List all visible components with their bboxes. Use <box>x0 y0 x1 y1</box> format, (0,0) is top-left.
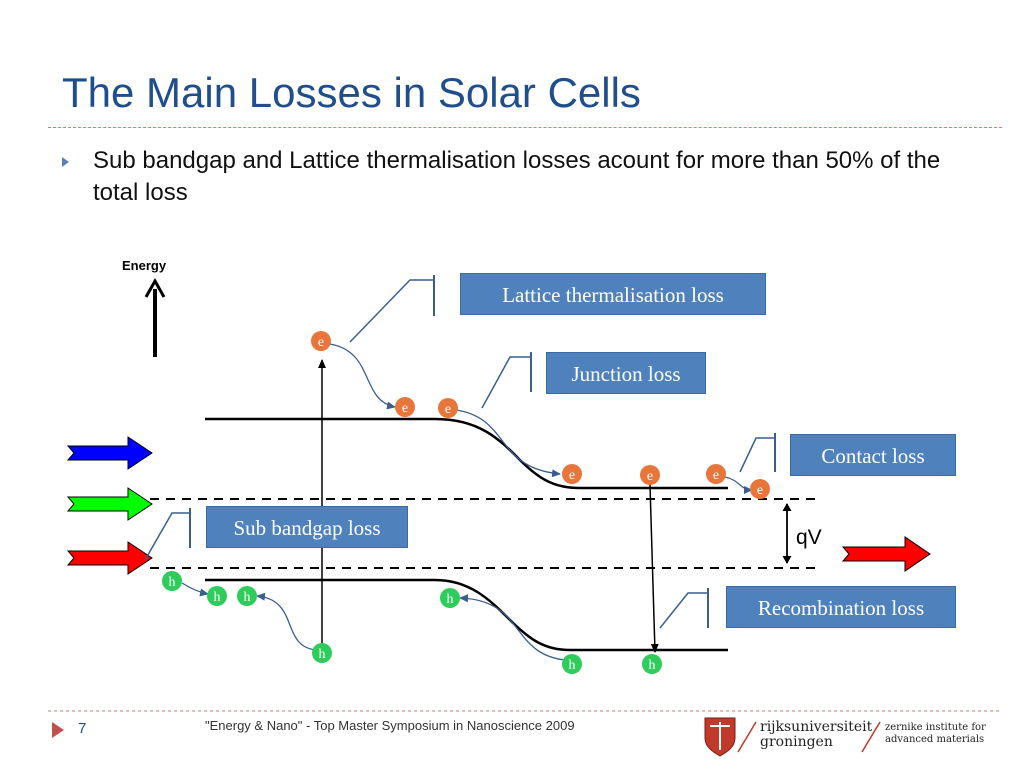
svg-text:e: e <box>757 483 763 498</box>
thermalisation-curve-electron <box>329 343 396 410</box>
callout-junction <box>481 356 531 409</box>
rug-logo-line2: groningen <box>760 734 833 750</box>
svg-text:e: e <box>445 402 451 417</box>
zernike-slash-icon <box>861 721 881 753</box>
svg-text:h: h <box>169 575 176 590</box>
slide-title: The Main Losses in Solar Cells <box>62 69 641 116</box>
emitted-arrow-red <box>841 536 931 572</box>
zernike-logo: zernike institute for advanced materials <box>885 722 986 746</box>
photon-arrow-red <box>66 541 153 575</box>
svg-text:h: h <box>214 590 221 605</box>
svg-text:h: h <box>569 658 576 673</box>
hole-marker: h <box>642 654 662 674</box>
photon-arrow-green <box>66 487 153 521</box>
electron-marker: e <box>438 398 458 418</box>
photon-arrow-blue <box>66 436 153 470</box>
svg-text:h: h <box>649 658 656 673</box>
footer-arrow-icon <box>52 722 64 738</box>
rug-crest-icon <box>704 717 736 757</box>
svg-text:h: h <box>319 647 326 662</box>
electron-marker: e <box>562 464 582 484</box>
svg-text:e: e <box>318 335 324 350</box>
callout-lattice <box>349 279 434 343</box>
svg-text:e: e <box>713 468 719 483</box>
hole-marker: h <box>440 588 460 608</box>
electron-marker: e <box>706 464 726 484</box>
junction-loss-box: Junction loss <box>546 352 706 394</box>
svg-text:e: e <box>569 468 575 483</box>
svg-text:h: h <box>447 592 454 607</box>
electron-marker: e <box>750 479 770 499</box>
callout-recomb <box>659 592 708 629</box>
hole-marker: h <box>207 586 227 606</box>
valence-band <box>205 578 728 652</box>
svg-text:h: h <box>244 590 251 605</box>
rug-logo-line1: rijksuniversiteit <box>760 719 873 735</box>
hole-marker: h <box>162 571 182 591</box>
bullet-arrow-icon <box>62 157 69 167</box>
junction-curve-electron <box>455 409 561 478</box>
rug-slash-icon <box>737 721 757 753</box>
electron-marker: e <box>640 465 660 485</box>
svg-text:e: e <box>402 401 408 416</box>
callout-contact <box>739 437 775 473</box>
recombination-loss-box: Recombination loss <box>726 586 956 628</box>
hole-marker: h <box>312 643 332 663</box>
subband-curve-hole <box>181 582 209 597</box>
electron-marker: e <box>311 331 331 351</box>
energy-axis-arrowhead <box>144 277 166 298</box>
lattice-thermalisation-loss-box: Lattice thermalisation loss <box>460 273 766 315</box>
qv-label: qV <box>796 526 822 549</box>
zernike-logo-line2: advanced materials <box>885 734 985 745</box>
title-divider <box>48 127 1002 128</box>
contact-curve-electron <box>724 476 753 494</box>
zernike-logo-line1: zernike institute for <box>885 722 986 733</box>
page-number: 7 <box>78 720 87 737</box>
footer-text: "Energy & Nano" - Top Master Symposium i… <box>205 718 575 733</box>
bullet-text: Sub bandgap and Lattice thermalisation l… <box>93 147 941 206</box>
energy-axis-label: Energy <box>122 258 167 273</box>
recombination-arrow <box>649 484 659 653</box>
callout-subband <box>144 512 190 561</box>
hole-marker: h <box>237 586 257 606</box>
hole-marker: h <box>562 654 582 674</box>
contact-loss-box: Contact loss <box>790 434 956 476</box>
sub-bandgap-loss-box: Sub bandgap loss <box>206 506 408 548</box>
svg-text:e: e <box>647 469 653 484</box>
electron-marker: e <box>395 397 415 417</box>
junction-curve-hole <box>459 594 566 661</box>
rug-logo: rijksuniversiteit groningen <box>760 720 872 750</box>
thermalisation-curve-hole <box>256 592 317 651</box>
